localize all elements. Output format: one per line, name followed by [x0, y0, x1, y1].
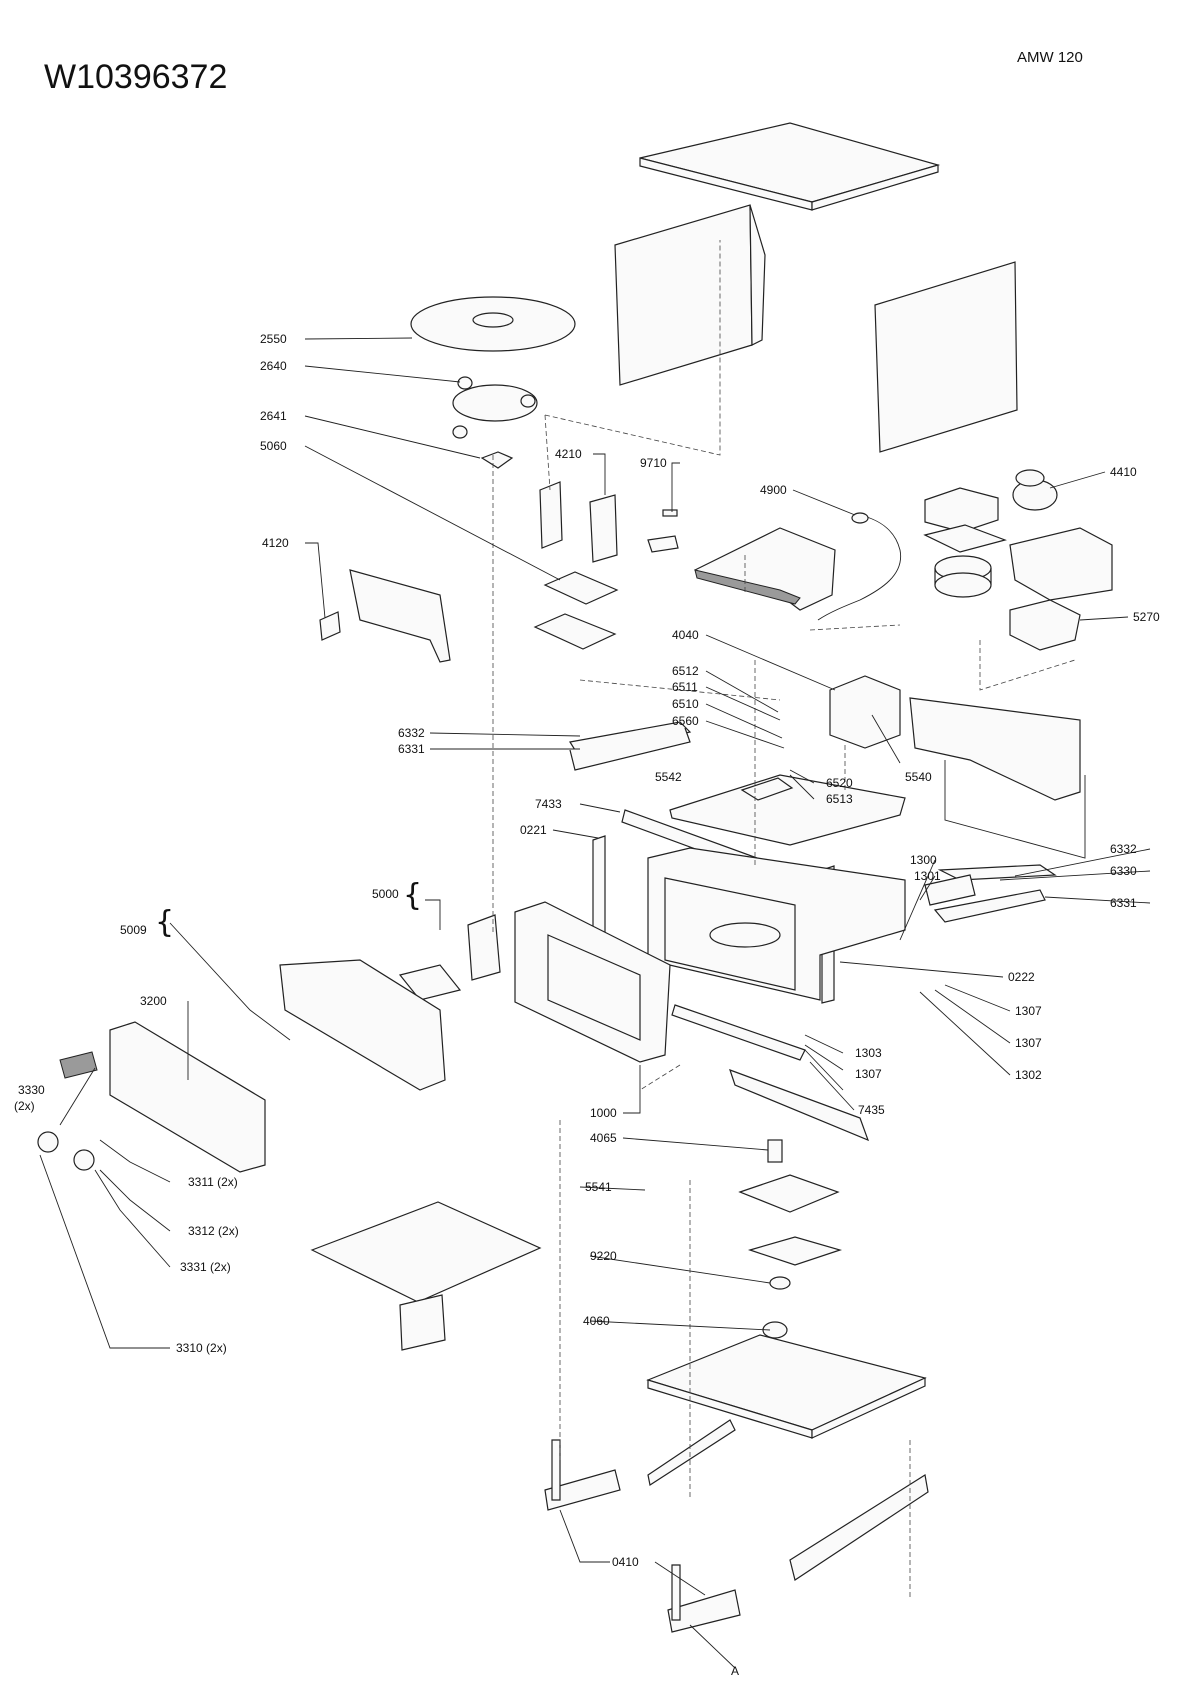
waveguide-bracket [694, 527, 836, 611]
callout-6512: 6512 [672, 664, 699, 678]
callout-3200: 3200 [140, 994, 167, 1008]
callout-6511: 6511 [672, 680, 698, 694]
callout-6513: 6513 [826, 792, 853, 806]
callout-3310: 3310 (2x) [176, 1341, 227, 1355]
part-drawings [37, 122, 1113, 1633]
leader-lines [39, 337, 1151, 1669]
callout-1307-c: 1307 [855, 1067, 882, 1081]
callout-0410: 0410 [612, 1555, 639, 1569]
foot-rail-1 [544, 1469, 621, 1511]
callout-5542: 5542 [655, 770, 682, 784]
callout-4210: 4210 [555, 447, 582, 461]
document-part-number: W10396372 [44, 58, 227, 96]
callout-6332-left: 6332 [398, 726, 425, 740]
side-panel-right [874, 261, 1018, 453]
callout-1303: 1303 [855, 1046, 882, 1060]
callout-3331: 3331 (2x) [180, 1260, 231, 1274]
side-panel-left [614, 204, 753, 386]
callout-0222: 0222 [1008, 970, 1035, 984]
roller-ring [452, 384, 538, 422]
callout-1302: 1302 [1015, 1068, 1042, 1082]
callout-6330: 6330 [1110, 864, 1137, 878]
callout-1307-b: 1307 [1015, 1036, 1042, 1050]
callout-5541: 5541 [585, 1180, 612, 1194]
callout-1000: 1000 [590, 1106, 617, 1120]
callout-5540: 5540 [905, 770, 932, 784]
callout-6332-right: 6332 [1110, 842, 1137, 856]
model-name: AMW 120 [1017, 49, 1083, 66]
brace-5000: { [403, 878, 422, 913]
control-panel [109, 1021, 266, 1173]
callout-3312: 3312 (2x) [188, 1224, 239, 1238]
top-cover [639, 122, 941, 203]
base-plate [646, 1334, 927, 1431]
callout-6560: 6560 [672, 714, 699, 728]
callout-4410: 4410 [1110, 465, 1137, 479]
callout-a: A [731, 1664, 739, 1678]
callout-2641: 2641 [260, 409, 287, 423]
callout-3330-qty: (2x) [14, 1099, 35, 1113]
callout-3311: 3311 (2x) [188, 1175, 238, 1189]
callout-4120: 4120 [262, 536, 289, 550]
callout-7435: 7435 [858, 1103, 885, 1117]
fuse-holder [539, 481, 563, 549]
callout-0221: 0221 [520, 823, 547, 837]
stirrer-mount [738, 1174, 840, 1213]
capacitor-block [1009, 599, 1081, 651]
front-frame [909, 697, 1081, 801]
callout-9710: 9710 [640, 456, 667, 470]
callout-1307-a: 1307 [1015, 1004, 1042, 1018]
power-cord [817, 514, 902, 621]
callout-4900: 4900 [760, 483, 787, 497]
control-board [543, 571, 619, 605]
timer-bracket [349, 569, 451, 663]
callout-4065: 4065 [590, 1131, 617, 1145]
cavity-top-plate [669, 774, 906, 846]
coupler [480, 451, 514, 469]
callout-5009: 5009 [120, 923, 147, 937]
callout-6331-right: 6331 [1110, 896, 1137, 910]
callout-labels: 2550 2640 2641 5060 4210 9710 4900 4410 … [14, 332, 1160, 1678]
callout-7433: 7433 [535, 797, 562, 811]
control-bracket [279, 959, 446, 1091]
relay-block [398, 964, 462, 1001]
assembly-guides [492, 240, 1076, 1600]
callout-4040: 4040 [672, 628, 699, 642]
callout-9220: 9220 [590, 1249, 617, 1263]
callout-5060: 5060 [260, 439, 287, 453]
transformer [829, 675, 901, 749]
callout-3330: 3330 [18, 1083, 45, 1097]
fan-motor [924, 487, 999, 533]
brace-5009: { [155, 905, 174, 940]
callout-1301: 1301 [914, 869, 941, 883]
callout-6520: 6520 [826, 776, 853, 790]
drip-tray [310, 1201, 542, 1303]
callout-5000: 5000 [372, 887, 399, 901]
callout-1300: 1300 [910, 853, 937, 867]
callout-6510: 6510 [672, 697, 699, 711]
callout-2640: 2640 [260, 359, 287, 373]
callout-4060: 4060 [583, 1314, 610, 1328]
callout-5270: 5270 [1133, 610, 1160, 624]
callout-2550: 2550 [260, 332, 287, 346]
callout-6331-left: 6331 [398, 742, 425, 756]
